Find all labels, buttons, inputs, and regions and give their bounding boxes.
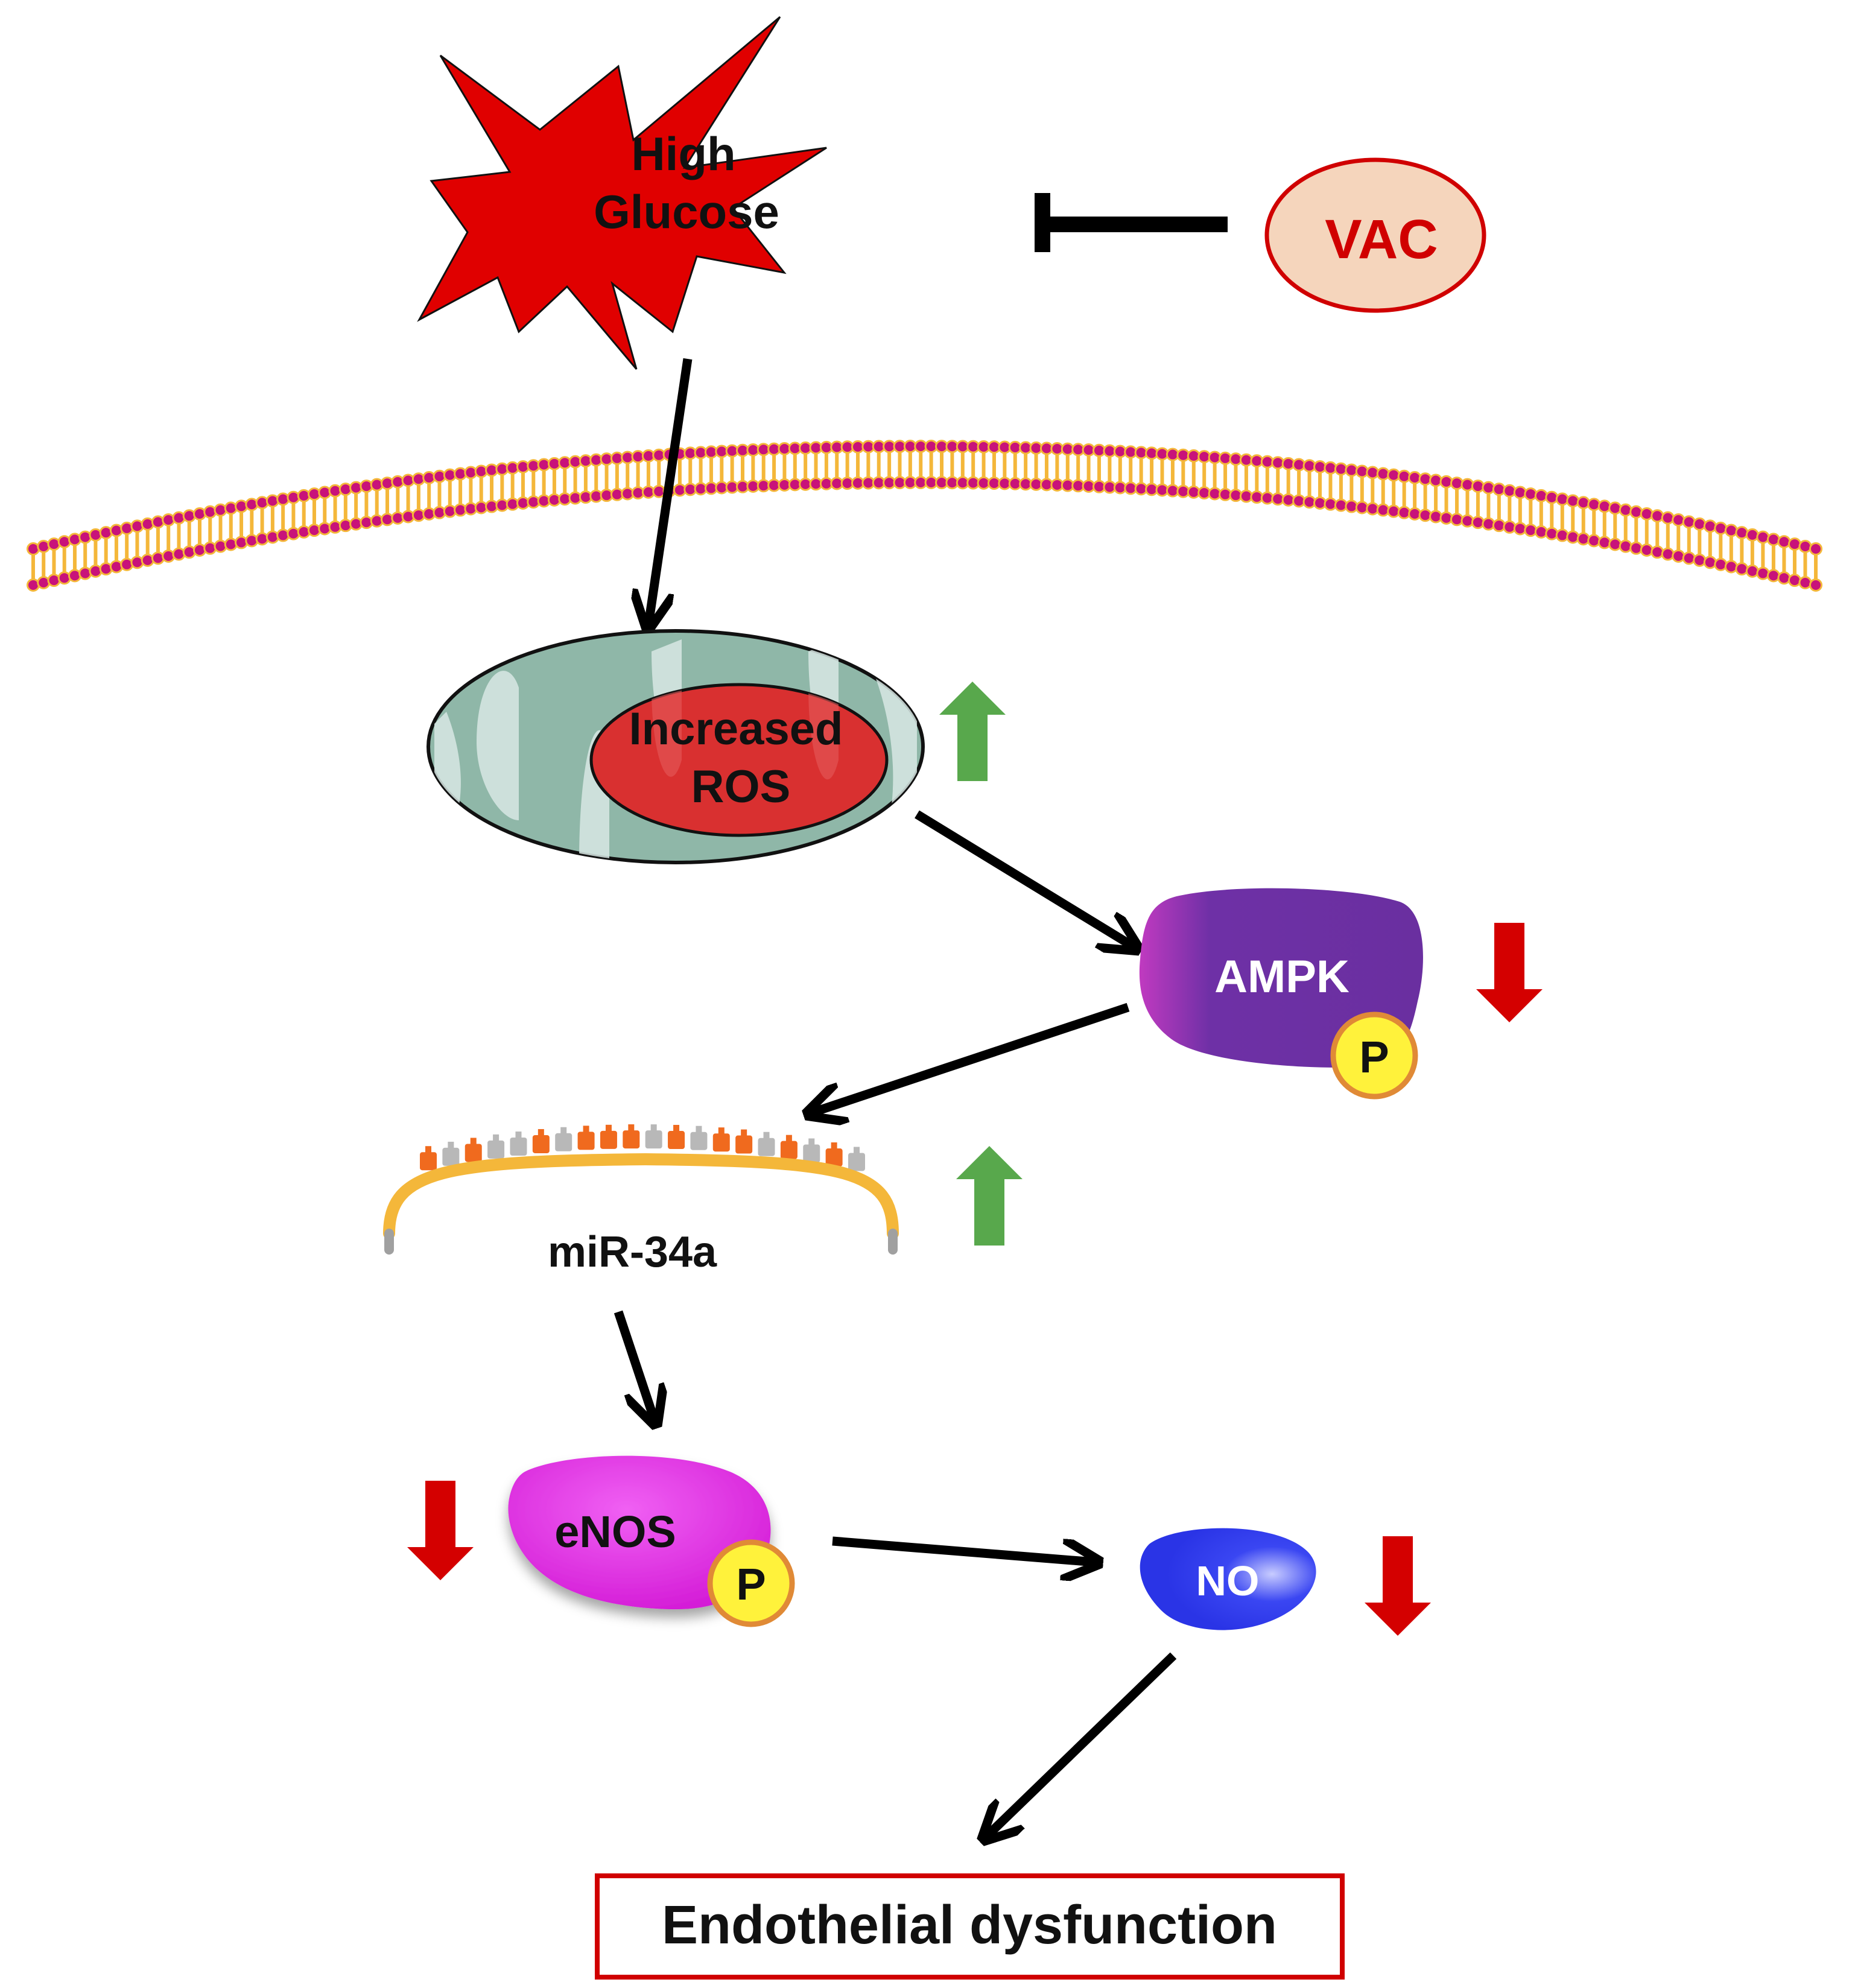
mir34a-label: miR-34a (548, 1228, 717, 1276)
arrow-mir34a-to-enos (614, 1310, 655, 1420)
enos-phospho-label: P (736, 1559, 766, 1609)
high-glucose-line2: Glucose (594, 185, 779, 238)
starburst-icon (417, 16, 827, 370)
enos-label: eNOS (554, 1507, 676, 1557)
ampk-phospho-icon (1330, 1011, 1418, 1100)
high-glucose-line1: High (631, 127, 735, 180)
ampk-phospho-label: P (1359, 1032, 1389, 1082)
arrow-glucose-to-ros (649, 358, 693, 624)
arrow-enos-to-no (832, 1536, 1095, 1562)
no-label: NO (1196, 1557, 1260, 1604)
enos-phospho-icon (707, 1539, 795, 1627)
arrow-ros-to-ampk (915, 810, 1134, 947)
ampk-node: AMPK P (1139, 888, 1423, 1100)
vac-ellipse (1264, 157, 1486, 313)
enos-node (508, 1455, 771, 1610)
cell-membrane (27, 440, 1822, 592)
no-down-arrow-icon (1365, 1536, 1431, 1636)
mitochondrion-node: Increased ROS (427, 629, 925, 864)
enos-down-arrow-icon (407, 1481, 474, 1580)
ros-line2: ROS (691, 761, 791, 812)
no-shape (1140, 1528, 1316, 1630)
mir34a-node: miR-34a (383, 1124, 899, 1276)
vac-node: VAC (1264, 157, 1486, 313)
mirna-backbone (383, 1153, 899, 1239)
ros-line1: Increased (629, 703, 843, 755)
vac-label: VAC (1325, 209, 1438, 270)
mirna-nucleotides (420, 1124, 865, 1171)
arrow-no-to-outcome (986, 1652, 1177, 1837)
no-node: NO (1140, 1528, 1316, 1630)
outcome-node: Endothelial dysfunction (595, 1873, 1345, 1980)
arrow-ampk-to-mir34a (811, 1002, 1130, 1113)
ros-up-arrow-icon (939, 682, 1006, 781)
ampk-label: AMPK (1214, 951, 1349, 1002)
ampk-down-arrow-icon (1476, 923, 1543, 1022)
mir34a-up-arrow-icon (956, 1146, 1023, 1246)
outcome-box (595, 1873, 1345, 1980)
enos-shape (508, 1455, 771, 1610)
outcome-label: Endothelial dysfunction (662, 1895, 1277, 1955)
high-glucose-node: High Glucose (417, 16, 827, 370)
